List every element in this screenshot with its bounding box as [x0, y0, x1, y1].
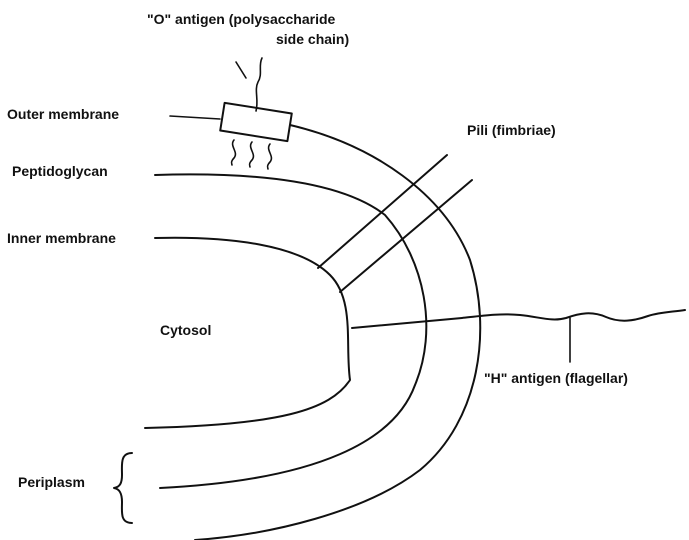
pili-label: Pili (fimbriae) — [467, 122, 556, 138]
periplasm-label: Periplasm — [18, 474, 85, 490]
flagellum — [352, 310, 685, 328]
cytosol-label: Cytosol — [160, 322, 211, 338]
o-antigen-label-line2: side chain) — [276, 31, 349, 47]
pilus-1 — [318, 155, 447, 268]
periplasm-brace — [114, 453, 132, 523]
pilus-2 — [340, 180, 472, 292]
o-antigen-side-chain — [256, 58, 262, 111]
inner-membrane-label: Inner membrane — [7, 230, 116, 246]
h-antigen-label: "H" antigen (flagellar) — [484, 370, 628, 386]
outer-membrane-leader-line — [170, 116, 220, 119]
peptidoglycan-label: Peptidoglycan — [12, 163, 108, 179]
lps-molecule — [220, 58, 292, 169]
lipid-tail-1 — [232, 140, 236, 165]
lipid-tail-2 — [250, 142, 254, 167]
o-antigen-leader-line — [236, 62, 246, 78]
lipid-tail-3 — [268, 144, 272, 169]
outer-membrane-curve — [195, 125, 480, 540]
outer-membrane-label: Outer membrane — [7, 106, 119, 122]
o-antigen-label-line1: "O" antigen (polysaccharide — [147, 11, 335, 27]
